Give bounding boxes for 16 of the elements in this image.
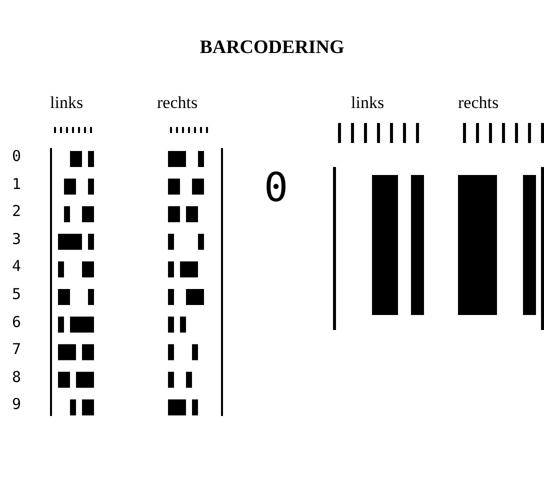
digit-label: 1 <box>12 176 22 192</box>
digit-label: 8 <box>12 370 22 385</box>
digit-label: 4 <box>12 259 22 274</box>
column-heading: rechts <box>458 94 499 111</box>
column-heading: rechts <box>157 94 198 111</box>
digit-label: 5 <box>12 287 22 302</box>
title: BARCODERING <box>198 38 346 57</box>
digit-label: 7 <box>12 342 22 358</box>
digit-label: 0 <box>12 149 22 164</box>
column-heading: links <box>351 94 384 111</box>
digit-label: 6 <box>12 314 22 330</box>
digit-label: 0 <box>264 168 288 208</box>
digit-label: 2 <box>12 204 22 220</box>
column-heading: links <box>50 94 84 111</box>
digit-label: 3 <box>12 232 22 247</box>
digit-label: 9 <box>12 397 22 412</box>
